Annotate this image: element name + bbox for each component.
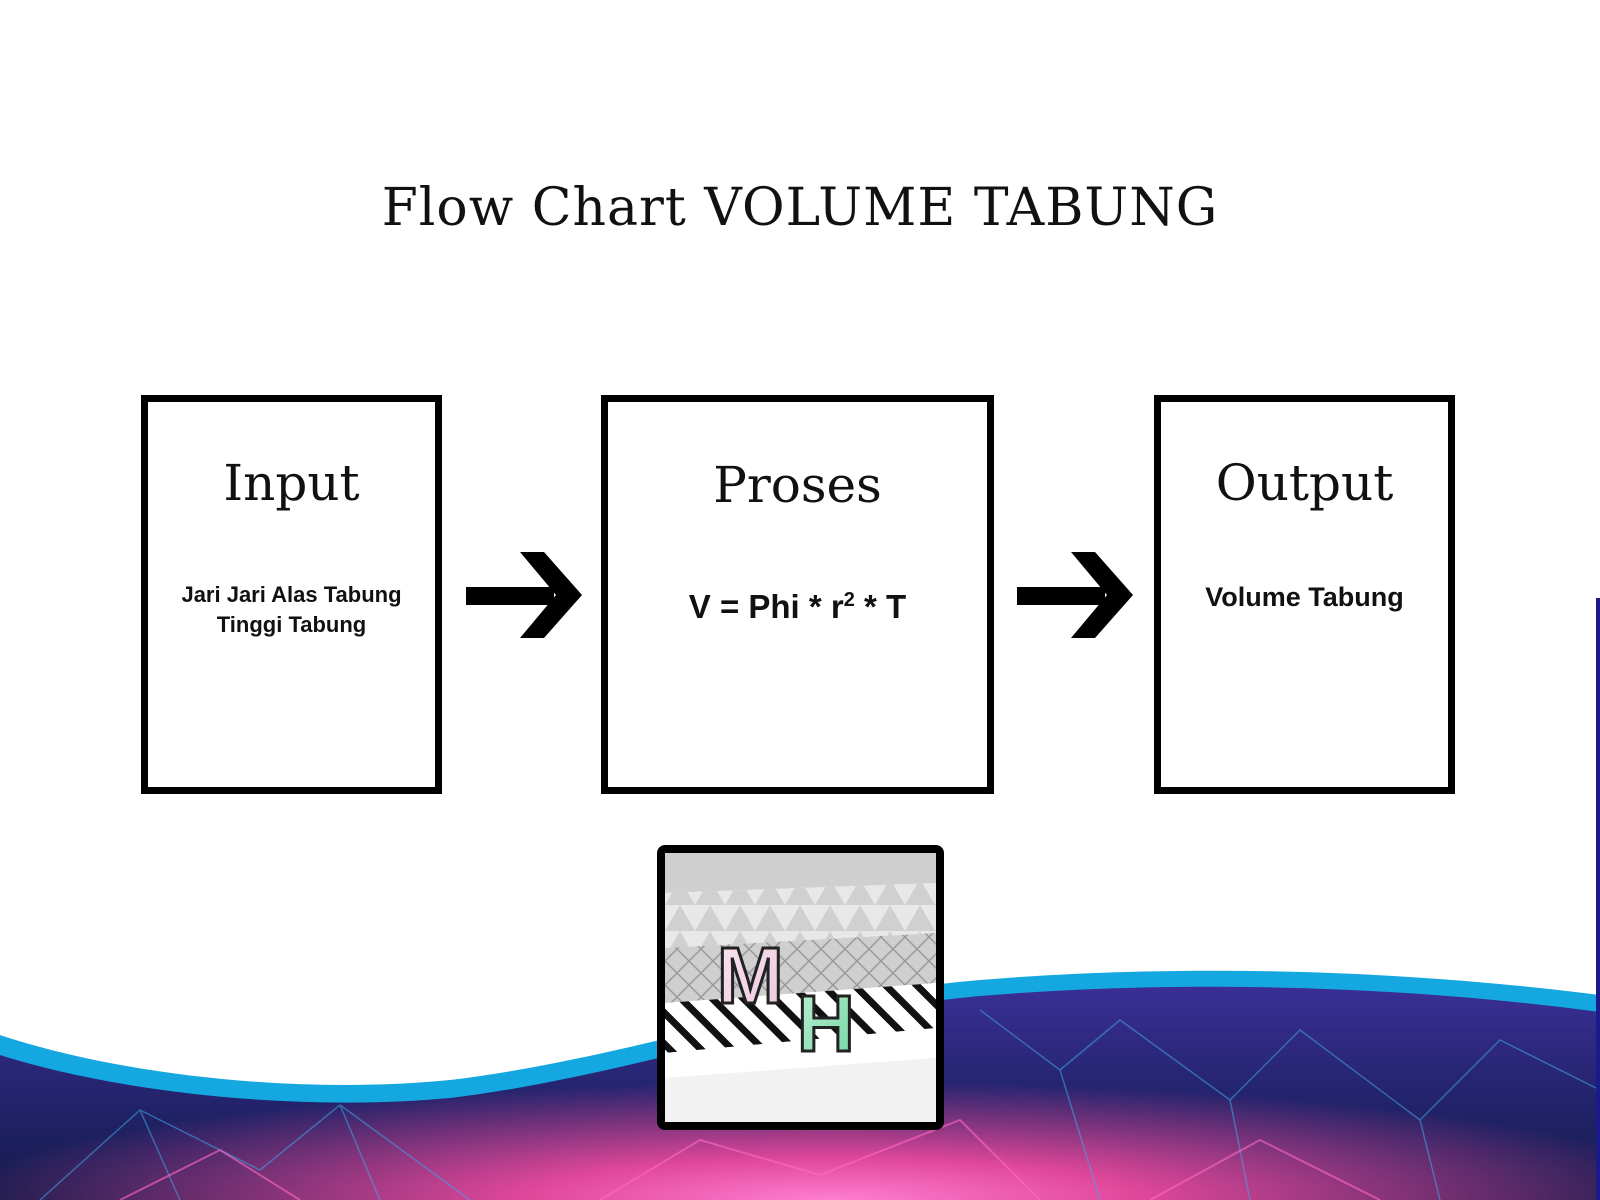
process-heading: Proses [713,456,882,514]
output-text: Volume Tabung [1161,582,1448,612]
page-title: Flow Chart VOLUME TABUNG [381,178,1219,238]
input-box: Input Jari Jari Alas Tabung Tinggi Tabun… [141,395,442,794]
process-formula: V = Phi * r2 * T [608,588,987,626]
input-heading: Input [223,454,360,512]
formula-suffix: * T [854,588,907,625]
formula-exponent: 2 [843,589,855,611]
output-line: Volume Tabung [1205,582,1404,612]
right-arrow-icon [1017,552,1133,638]
formula-main: V = Phi * r [688,588,844,625]
logo-artwork: M H [665,853,936,1122]
logo-letter-h: H [797,979,855,1068]
output-box: Output Volume Tabung [1154,395,1455,794]
process-box: Proses V = Phi * r2 * T [601,395,994,794]
input-line-height: Tinggi Tabung [216,612,367,637]
output-heading: Output [1215,454,1394,512]
logo-letter-m: M [717,931,784,1020]
input-text: Jari Jari Alas Tabung Tinggi Tabung [148,580,435,640]
mh-logo: M H [657,845,944,1130]
input-line-radius: Jari Jari Alas Tabung [181,582,402,607]
right-edge-strip [1596,598,1600,1200]
right-arrow-icon [466,552,582,638]
